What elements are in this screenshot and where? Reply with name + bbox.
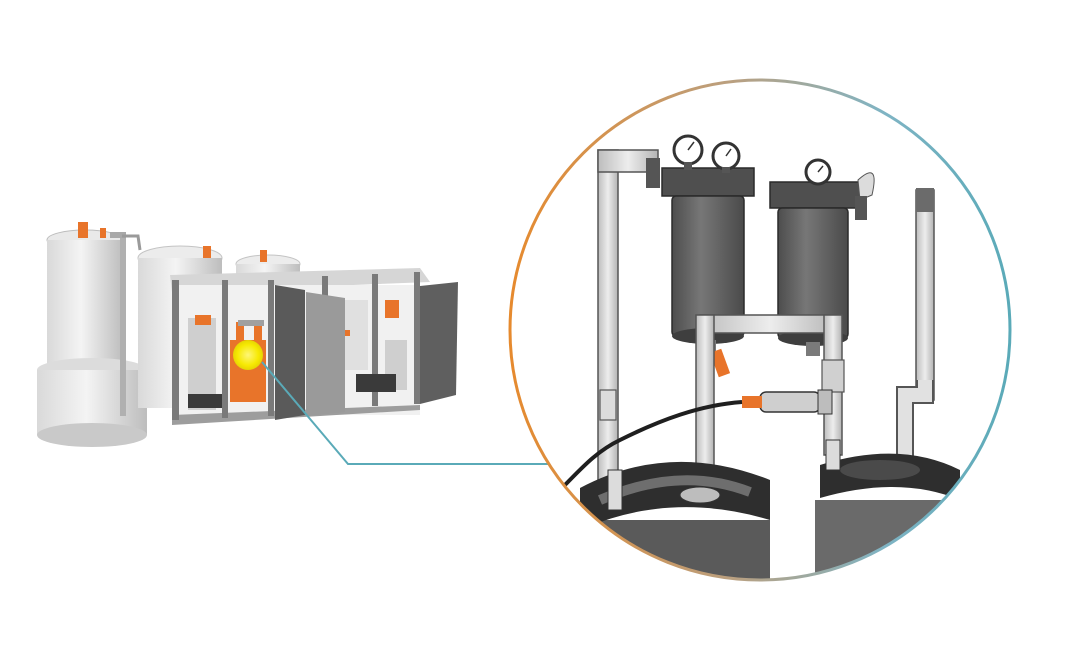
- filter-housing-left: [661, 167, 755, 378]
- manifold-pipe: [695, 314, 845, 486]
- inlet-pipe: [597, 149, 660, 481]
- skid-cabinet: [170, 268, 458, 425]
- outlet-pipe: [896, 188, 935, 460]
- callout-connector: [261, 361, 548, 465]
- detail-view: [510, 80, 1010, 580]
- storage-tank-large: [37, 222, 147, 447]
- overview-system: [37, 222, 458, 447]
- highlight-marker[interactable]: [233, 340, 263, 370]
- sensor-cable: [558, 400, 743, 492]
- flow-sensor: [742, 389, 833, 415]
- detail-ring: [508, 78, 1012, 582]
